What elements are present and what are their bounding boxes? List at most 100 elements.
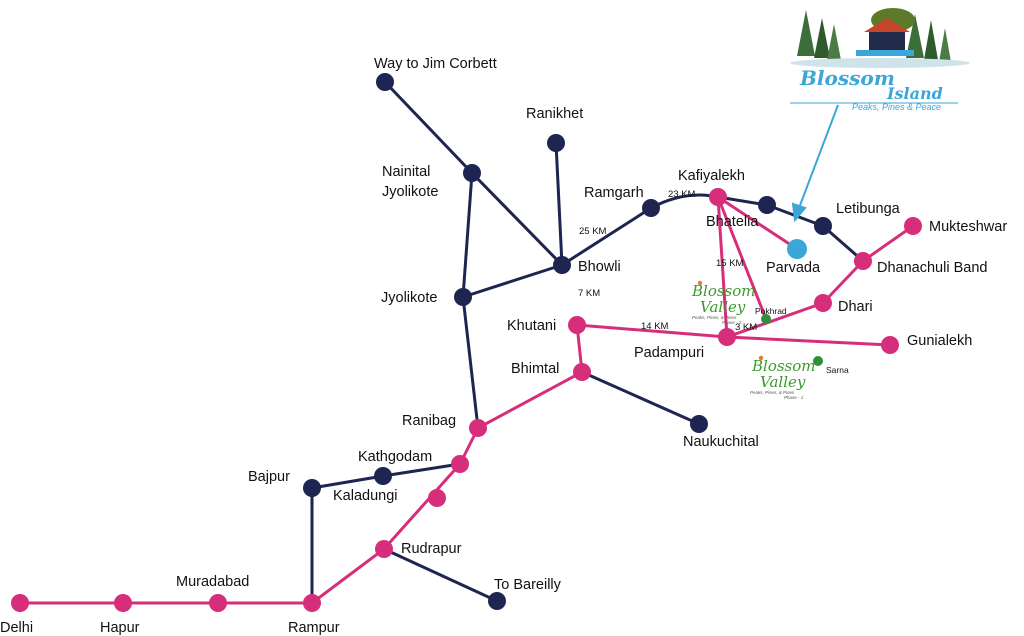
- node-delhi: [11, 594, 29, 612]
- label-rampur: Rampur: [288, 620, 340, 636]
- node-jim-corbett: [376, 73, 394, 91]
- label-bareilly: To Bareilly: [494, 577, 562, 593]
- blossom-island-title-1: Blossom: [799, 66, 895, 90]
- node-naukuchital: [690, 415, 708, 433]
- distance-padampuri-pokhrad: 3 KM: [735, 322, 757, 333]
- route-kafiyalekh-pokhrad: [716, 195, 768, 321]
- node-khutani: [568, 316, 586, 334]
- route-rudrapur-bareilly: [382, 547, 499, 603]
- label-naukuchital: Naukuchital: [683, 434, 759, 450]
- node-dhari: [814, 294, 832, 312]
- distance-bhowli-ramgarh: 25 KM: [579, 226, 607, 237]
- route-padampuri-gunialekh: [725, 335, 892, 347]
- route-kafiyalekh-parvada: [716, 195, 799, 251]
- node-junction-east: [758, 196, 776, 214]
- route-dhanachuli-mukteshwar: [861, 224, 915, 263]
- blossom-valley-2-title-1: Blossom: [691, 282, 756, 300]
- label-kafiyalekh: Kafiyalekh: [678, 168, 745, 184]
- blossom-valley-1-tagline: Peaks, Pines, & Pines: [750, 390, 795, 395]
- node-bhimtal: [573, 363, 591, 381]
- label-bhimtal: Bhimtal: [511, 361, 559, 377]
- route-ranibag-bhimtal: [476, 370, 584, 430]
- blossom-valley-logo-phase-1: Blossom Valley Peaks, Pines, & Pines Pha…: [750, 355, 816, 400]
- node-pokhrad: [761, 314, 771, 324]
- label-mukteshwar: Mukteshwar: [929, 219, 1007, 235]
- label-gunialekh: Gunialekh: [907, 333, 972, 349]
- node-mukteshwar: [904, 217, 922, 235]
- route-khutani-padampuri: [575, 323, 729, 339]
- distance-kafiyalekh-padampuri: 15 KM: [716, 258, 744, 269]
- node-kaladungi: [374, 467, 392, 485]
- navy-nodes: [303, 73, 832, 610]
- label-khutani: Khutani: [507, 318, 556, 334]
- node-bajpur: [303, 479, 321, 497]
- label-kaladungi: Kaladungi: [333, 488, 398, 504]
- node-bhowli: [553, 256, 571, 274]
- route-padampuri-dhari: [725, 301, 825, 339]
- label-ramgarh: Ramgarh: [584, 185, 644, 201]
- node-bareilly: [488, 592, 506, 610]
- node-muradabad: [209, 594, 227, 612]
- distance-khutani-padampuri: 14 KM: [641, 321, 669, 332]
- node-nainital: [463, 164, 481, 182]
- node-rampur: [303, 594, 321, 612]
- node-dhanachuli: [854, 252, 872, 270]
- route-jyolikote-bhowli: [461, 263, 564, 299]
- route-rudrapur-kathgodam: [382, 462, 462, 551]
- blossom-valley-2-title-2: Valley: [700, 298, 746, 316]
- label-jyolikote: Jyolikote: [381, 290, 437, 306]
- route-nainital-jyolikote: [461, 171, 474, 299]
- blossom-valley-2-tagline: Peaks, Pines, & Pines: [692, 315, 737, 320]
- label-ranibag: Ranibag: [402, 413, 456, 429]
- route-nainital-bhowli: [470, 171, 564, 267]
- node-ranikhet: [547, 134, 565, 152]
- node-ramgarh: [642, 199, 660, 217]
- label-jim-corbett: Way to Jim Corbett: [374, 56, 497, 72]
- distance-ramgarh-kafiyalekh: 23 KM: [668, 189, 696, 200]
- flower-icon: [697, 280, 703, 286]
- label-kathgodam: Kathgodam: [358, 449, 432, 465]
- label-bhatelia: Bhatelia: [706, 214, 759, 230]
- distance-bhowli-khutani: 7 KM: [578, 288, 600, 299]
- label-nainital-jyolikote: Jyolikote: [382, 184, 438, 200]
- route-dhari-dhanachuli: [821, 259, 865, 305]
- node-padampuri: [718, 328, 736, 346]
- route-rampur-rudrapur: [310, 547, 386, 605]
- label-letibunga: Letibunga: [836, 201, 901, 217]
- node-rudrapur: [375, 540, 393, 558]
- label-muradabad: Muradabad: [176, 574, 249, 590]
- node-letibunga: [814, 217, 832, 235]
- blossom-valley-1-title-2: Valley: [760, 373, 806, 391]
- label-pokhrad: Pokhrad: [755, 306, 787, 316]
- label-parvada: Parvada: [766, 260, 821, 276]
- label-dhanachuli: Dhanachuli Band: [877, 260, 987, 276]
- navy-routes: [310, 80, 865, 605]
- route-corbett-nainital: [383, 80, 474, 175]
- flower-icon: [758, 355, 764, 361]
- label-bhowli: Bhowli: [578, 259, 621, 275]
- distance-labels: 23 KM 25 KM 7 KM 14 KM 3 KM 15 KM: [578, 189, 757, 333]
- node-parvada: [787, 239, 807, 259]
- blossom-valley-2-phase: Phase - 2: [722, 320, 742, 325]
- node-kathgodam: [451, 455, 469, 473]
- node-unnamed: [428, 489, 446, 507]
- node-sarna: [813, 356, 823, 366]
- label-padampuri: Padampuri: [634, 345, 704, 361]
- route-bhowli-ramgarh: [560, 206, 653, 267]
- blossom-valley-1-title-1: Blossom: [751, 357, 816, 375]
- blossom-island-tagline: Peaks, Pines & Peace: [852, 102, 941, 112]
- label-bajpur: Bajpur: [248, 469, 290, 485]
- label-nainital: Nainital: [382, 164, 430, 180]
- blossom-valley-1-phase: Phase - 1: [784, 395, 804, 400]
- node-gunialekh: [881, 336, 899, 354]
- label-hapur: Hapur: [100, 620, 140, 636]
- route-kaladungi-bajpur: [310, 474, 385, 490]
- label-dhari: Dhari: [838, 299, 873, 315]
- label-delhi: Delhi: [0, 620, 33, 636]
- place-labels: Way to Jim Corbett Ranikhet Nainital Jyo…: [0, 56, 1007, 636]
- pink-nodes: [11, 188, 922, 612]
- label-sarna: Sarna: [826, 365, 849, 375]
- blossom-island-logo: Blossom Island Peaks, Pines & Peace: [790, 8, 970, 112]
- route-ranikhet-bhowli: [554, 141, 564, 267]
